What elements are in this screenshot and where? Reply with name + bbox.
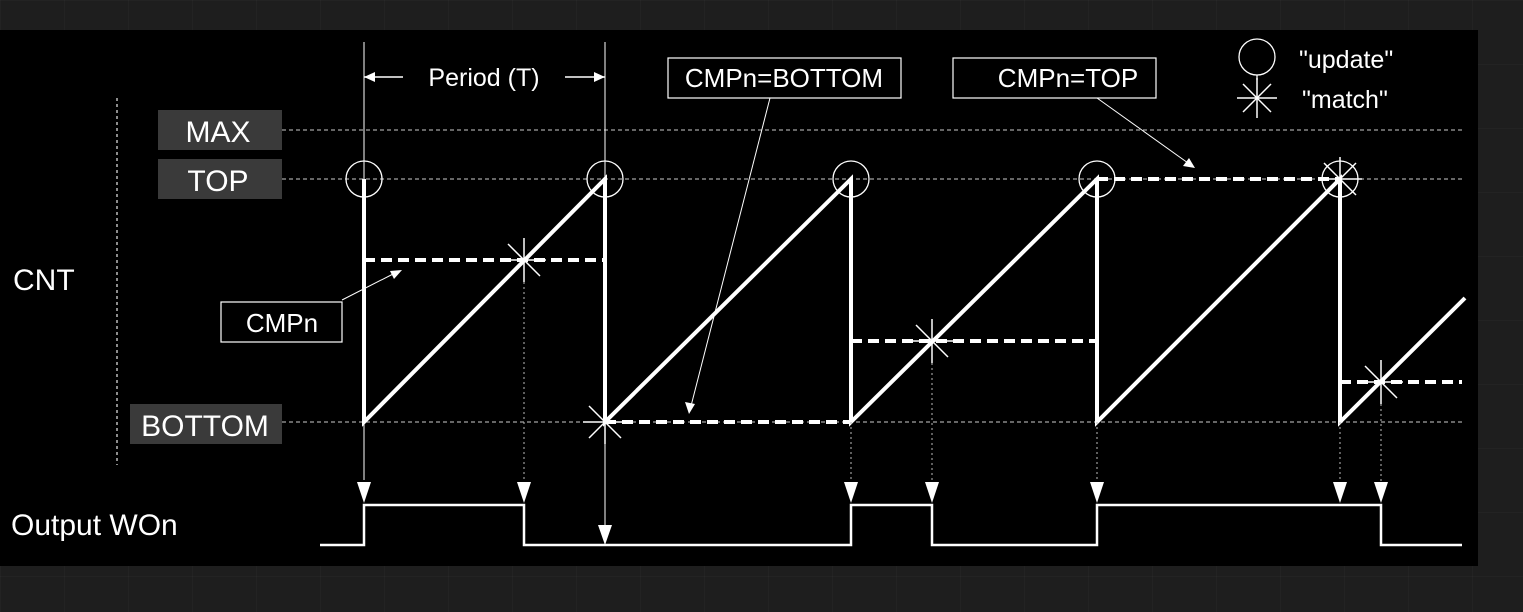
match-marker [1318, 157, 1362, 201]
cmpn-callout-box [220, 301, 343, 343]
drop-arrowhead [1374, 482, 1388, 503]
legend-asterisk-icon [1237, 78, 1277, 118]
update-circle-icon [586, 160, 624, 198]
match-marker [583, 400, 627, 444]
bottom-level-box [130, 404, 282, 444]
cmpn-callout-label: CMPn [246, 308, 318, 338]
cmpn-top-callout-arrow [1096, 97, 1189, 164]
cnt-label: CNT [13, 264, 75, 297]
drop-arrowhead [517, 482, 531, 503]
cmpn-bottom-callout-arrow [690, 97, 771, 407]
cmpn-top-callout-box [952, 57, 1157, 99]
period-label: Period (T) [428, 64, 539, 92]
match-marker [1359, 360, 1403, 404]
drop-arrowhead [1090, 482, 1104, 503]
match-marker [910, 319, 954, 363]
drop-arrowhead [925, 482, 939, 503]
match-marker [502, 238, 546, 282]
output-label: Output WOn [11, 509, 178, 542]
top-level-label: TOP [187, 165, 248, 198]
cmpn-bottom-callout-box [667, 57, 902, 99]
drop-arrowhead [598, 525, 612, 545]
cmpn-callout-arrowhead [390, 270, 402, 279]
max-level-box [158, 110, 282, 150]
drop-arrowheads [357, 482, 1388, 545]
output-waveform [320, 503, 1462, 547]
legend-update-label: "update" [1299, 46, 1393, 74]
period-arrowhead-left [364, 72, 375, 82]
drop-arrowhead [844, 482, 858, 503]
update-circle-icon [1078, 160, 1116, 198]
cmpn-bottom-callout-arrowhead [685, 402, 695, 414]
cmpn-top-callout-label: CMPn=TOP [998, 63, 1138, 93]
update-circle-icon [832, 160, 870, 198]
cmpn-top-callout-arrowhead [1183, 158, 1195, 168]
max-level-label: MAX [185, 116, 250, 149]
update-circle-icon [345, 160, 383, 198]
cmpn-callout-arrow [341, 272, 396, 301]
top-level-box [158, 159, 282, 199]
drop-lines [523, 282, 1382, 482]
legend-match-label: "match" [1302, 86, 1388, 114]
drop-arrowhead [1333, 482, 1347, 503]
bottom-level-label: BOTTOM [141, 410, 269, 443]
drop-arrowhead [357, 482, 371, 503]
period-arrowhead-right [594, 72, 605, 82]
cmpn-bottom-callout-label: CMPn=BOTTOM [685, 63, 883, 93]
